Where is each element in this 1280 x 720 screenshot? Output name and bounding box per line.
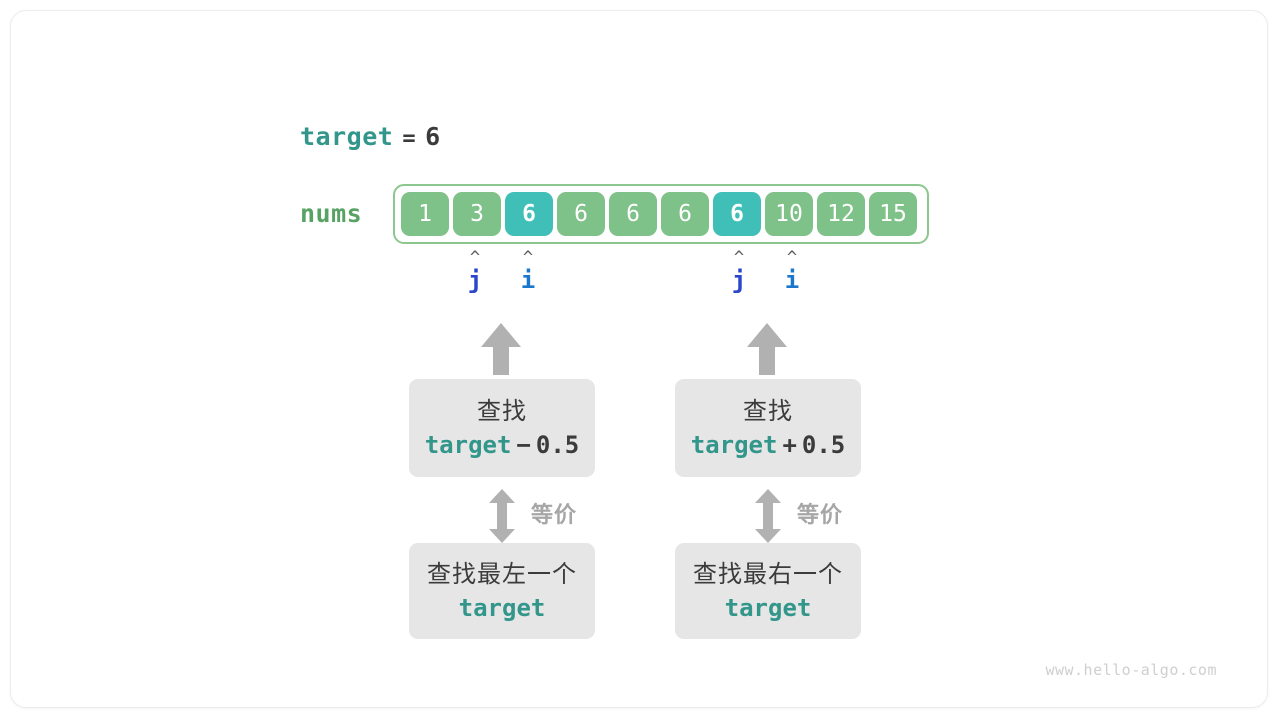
right-top-box-expression: target+0.5	[691, 428, 846, 462]
left-top-box-line1: 查找	[477, 397, 527, 425]
diagram-canvas: target = 6 nums 1 3 6 6 6 6 6 10 12 15 ^ j…	[10, 10, 1268, 708]
array-cell: 10	[765, 192, 813, 236]
pointer-label: j	[731, 266, 747, 294]
equals-sign: =	[402, 126, 417, 151]
array-cell: 1	[401, 192, 449, 236]
left-bottom-box: 查找最左一个 target	[409, 543, 595, 639]
left-bottom-box-term: target	[458, 594, 546, 622]
right-top-box-term: target	[690, 431, 778, 459]
array-container: 1 3 6 6 6 6 6 10 12 15	[393, 184, 929, 244]
pointer-label: i	[520, 266, 536, 294]
right-top-box-operator: +	[782, 431, 797, 459]
target-variable-name: target	[300, 122, 394, 151]
target-value: 6	[425, 122, 441, 151]
left-top-box-expression: target−0.5	[425, 428, 580, 462]
pointer-j-left: ^ j	[455, 248, 495, 295]
right-bottom-box: 查找最右一个 target	[675, 543, 861, 639]
array-label: nums	[300, 199, 363, 228]
left-bottom-box-line1: 查找最左一个	[427, 560, 577, 588]
double-arrow-icon-left	[489, 489, 515, 543]
right-top-box: 查找 target+0.5	[675, 379, 861, 477]
left-top-box-term: target	[424, 431, 512, 459]
pointer-j-right: ^ j	[719, 248, 759, 295]
left-top-box-operand: 0.5	[535, 431, 580, 459]
caret-icon: ^	[733, 248, 745, 268]
left-top-box: 查找 target−0.5	[409, 379, 595, 477]
right-top-box-line1: 查找	[743, 397, 793, 425]
up-arrow-icon-left	[481, 323, 521, 375]
array-cell: 12	[817, 192, 865, 236]
pointer-i-right: ^ i	[772, 248, 812, 295]
array-cell: 6	[713, 192, 761, 236]
right-bottom-box-line1: 查找最右一个	[693, 560, 843, 588]
array-cell: 6	[609, 192, 657, 236]
caret-icon: ^	[522, 248, 534, 268]
array-cell: 3	[453, 192, 501, 236]
caret-icon: ^	[786, 248, 798, 268]
caret-icon: ^	[469, 248, 481, 268]
watermark: www.hello-algo.com	[1045, 661, 1217, 679]
pointer-label: j	[467, 266, 483, 294]
up-arrow-icon-right	[747, 323, 787, 375]
equivalence-label-left: 等价	[531, 503, 578, 528]
array-cell: 6	[661, 192, 709, 236]
equivalence-label-right: 等价	[797, 503, 844, 528]
right-top-box-operand: 0.5	[801, 431, 846, 459]
target-declaration: target = 6	[300, 122, 441, 151]
pointer-label: i	[784, 266, 800, 294]
array-cell: 15	[869, 192, 917, 236]
pointer-i-left: ^ i	[508, 248, 548, 295]
array-cell: 6	[557, 192, 605, 236]
left-top-box-operator: −	[516, 431, 531, 459]
right-bottom-box-term: target	[724, 594, 812, 622]
double-arrow-icon-right	[755, 489, 781, 543]
array-cell: 6	[505, 192, 553, 236]
